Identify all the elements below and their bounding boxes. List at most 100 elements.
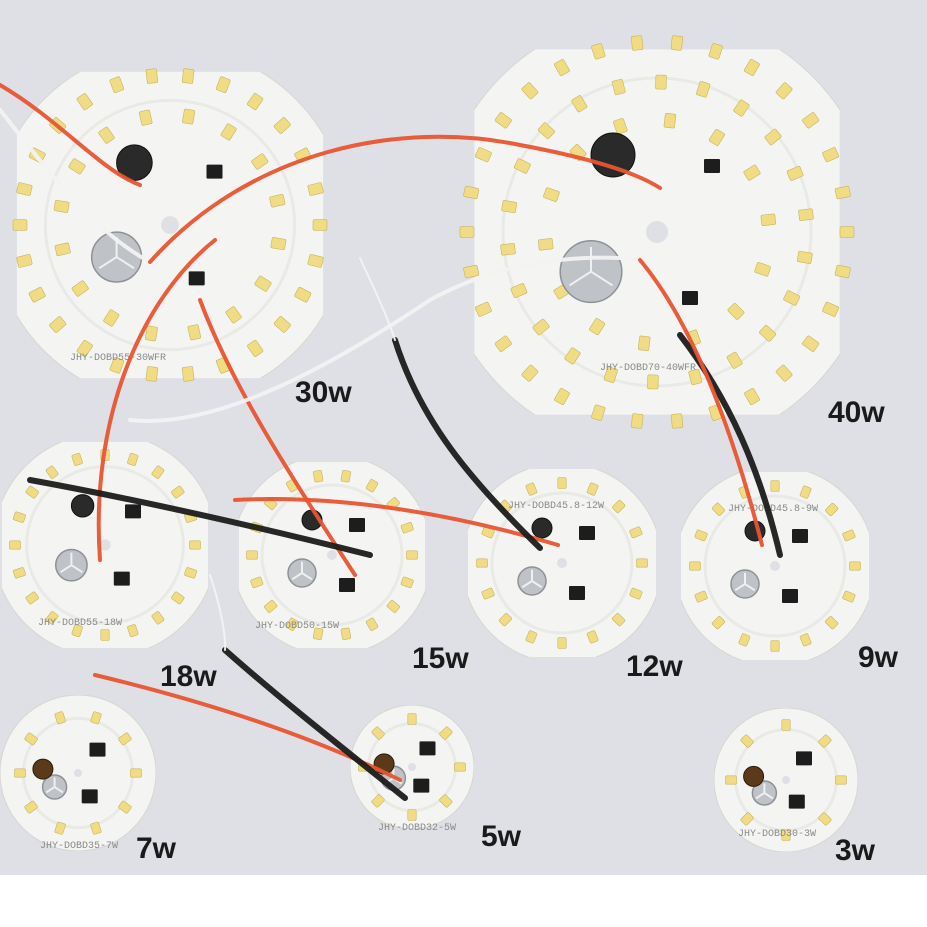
smd-led — [273, 316, 291, 333]
smd-led — [54, 711, 66, 725]
smd-led — [481, 587, 495, 600]
smd-led — [798, 208, 814, 221]
smd-led — [98, 126, 115, 144]
smd-led — [246, 550, 258, 560]
smd-led — [603, 366, 618, 383]
smd-led — [340, 627, 352, 641]
smd-led — [171, 485, 185, 499]
smd-led — [25, 485, 39, 499]
smd-led — [554, 59, 570, 77]
smd-led — [781, 719, 791, 731]
ic-chip — [788, 794, 805, 809]
capacitor-vent-mark — [734, 572, 756, 592]
smd-led — [744, 58, 760, 76]
smd-led — [532, 318, 550, 336]
smd-led — [500, 243, 516, 256]
smd-led — [825, 616, 839, 630]
smd-led — [215, 76, 231, 93]
smd-led — [90, 711, 102, 725]
smd-led — [463, 185, 480, 200]
smd-led — [770, 480, 780, 492]
ic-chip — [569, 586, 585, 600]
smd-led — [743, 164, 761, 181]
smd-led — [151, 465, 165, 479]
smd-led — [100, 629, 110, 641]
smd-led — [181, 366, 195, 382]
smd-led — [822, 301, 839, 317]
smd-led — [689, 561, 701, 571]
smd-led — [759, 324, 777, 342]
led-board-15w: JHY-DOBD50-15W — [239, 462, 425, 648]
smd-led — [796, 250, 813, 264]
smd-led — [818, 734, 832, 748]
smd-led — [834, 264, 851, 279]
wires-layer — [0, 83, 783, 801]
wire-lead — [359, 257, 396, 341]
smd-led — [54, 242, 71, 257]
bottom-margin — [0, 875, 927, 927]
capacitor-vent-mark — [521, 569, 543, 589]
smd-led — [740, 734, 754, 748]
smd-led — [250, 576, 264, 589]
smd-led — [775, 364, 793, 382]
smd-led — [130, 768, 142, 778]
smd-led — [439, 794, 453, 808]
board-silkscreen: JHY-DOBD35-7W — [40, 841, 118, 852]
smd-led — [738, 633, 751, 647]
smd-led — [12, 511, 26, 523]
ic-chip — [339, 578, 355, 592]
smd-led — [49, 316, 67, 333]
smd-led — [764, 128, 782, 146]
led-board-12w: JHY-DOBD45.8-12W — [468, 469, 656, 657]
smd-led — [663, 112, 677, 129]
smd-led — [254, 275, 272, 292]
smd-led — [631, 413, 644, 429]
smd-led — [802, 112, 820, 129]
smd-led — [24, 800, 38, 814]
smd-led — [802, 335, 820, 352]
smd-led — [225, 306, 242, 324]
smd-led — [696, 81, 711, 98]
capacitor-vent-mark — [755, 783, 774, 800]
led-board-7w: JHY-DOBD35-7W — [0, 695, 156, 852]
smd-led — [799, 633, 812, 647]
mounting-hole — [782, 776, 790, 784]
smd-led — [189, 540, 201, 550]
mounting-hole — [161, 216, 179, 234]
smd-led — [770, 640, 780, 652]
smd-led — [822, 147, 839, 163]
inductor — [32, 758, 54, 780]
ic-chip — [81, 789, 98, 804]
smd-led — [842, 590, 856, 603]
mounting-hole — [408, 763, 416, 771]
smd-led — [16, 182, 33, 196]
smd-led — [459, 226, 475, 238]
smd-led — [501, 200, 518, 214]
smd-led — [76, 339, 93, 357]
smd-led — [71, 452, 83, 466]
smd-led — [138, 109, 153, 126]
smd-led — [521, 82, 539, 100]
smd-led — [825, 502, 839, 517]
smd-led — [655, 74, 667, 90]
smd-led — [688, 368, 703, 386]
board-silkscreen: JHY-DOBD50-15W — [255, 621, 339, 632]
smd-led — [476, 558, 488, 568]
smd-led — [783, 290, 801, 306]
boards-layer: JHY-DOBD55-30WFRJHY-DOBD70-40WFRJHY-DOBD… — [0, 35, 869, 852]
mounting-hole — [557, 558, 567, 568]
smd-led — [127, 452, 139, 466]
smd-led — [151, 611, 165, 625]
led-board-40w: JHY-DOBD70-40WFR — [459, 35, 855, 429]
smd-led — [754, 262, 771, 277]
board-label-40w: 40w — [828, 396, 885, 429]
smd-led — [285, 617, 299, 631]
board-label-15w: 15w — [412, 642, 469, 675]
smd-led — [612, 613, 626, 627]
smd-led — [12, 567, 26, 579]
smd-led — [613, 117, 628, 135]
led-board-18w: JHY-DOBD55-18W — [1, 441, 209, 649]
board-label-3w: 3w — [835, 834, 876, 867]
ic-chip — [206, 164, 223, 179]
